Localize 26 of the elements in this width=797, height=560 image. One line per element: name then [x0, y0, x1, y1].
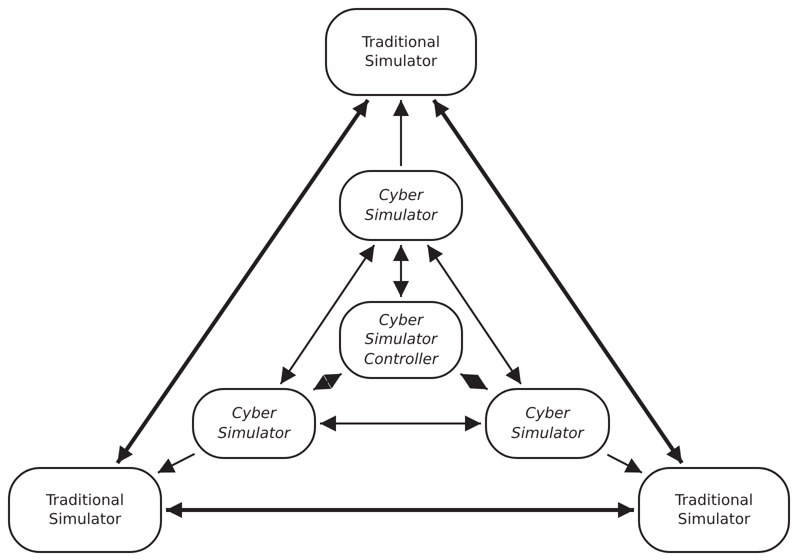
node-label: Traditional Simulator: [360, 32, 442, 72]
arrow: [393, 245, 409, 297]
arrow: [320, 416, 481, 432]
simulator-box: [339, 170, 463, 241]
arrow: [606, 454, 642, 474]
arrow: [166, 502, 634, 518]
simulator-box: [192, 388, 316, 459]
node-label: Cyber Simulator: [364, 186, 439, 225]
node-label: Traditional Simulator: [674, 490, 754, 530]
arrow: [116, 98, 370, 464]
node-label: Traditional Simulator: [44, 490, 126, 530]
simulator-box: [339, 301, 463, 379]
simulator-box: [325, 8, 477, 96]
arrow: [460, 372, 488, 390]
arrow: [393, 100, 409, 166]
arrow: [312, 372, 342, 391]
node-label: Cyber Simulator Controller: [362, 310, 440, 370]
simulator-box: [8, 467, 162, 553]
simulator-box: [485, 388, 610, 459]
node-label: Cyber Simulator: [216, 404, 292, 443]
simulator-box: [638, 467, 790, 553]
arrow: [157, 453, 196, 474]
node-label: Cyber Simulator: [510, 404, 586, 443]
arrow: [426, 244, 522, 385]
arrow: [280, 244, 376, 385]
arrow: [432, 98, 684, 464]
